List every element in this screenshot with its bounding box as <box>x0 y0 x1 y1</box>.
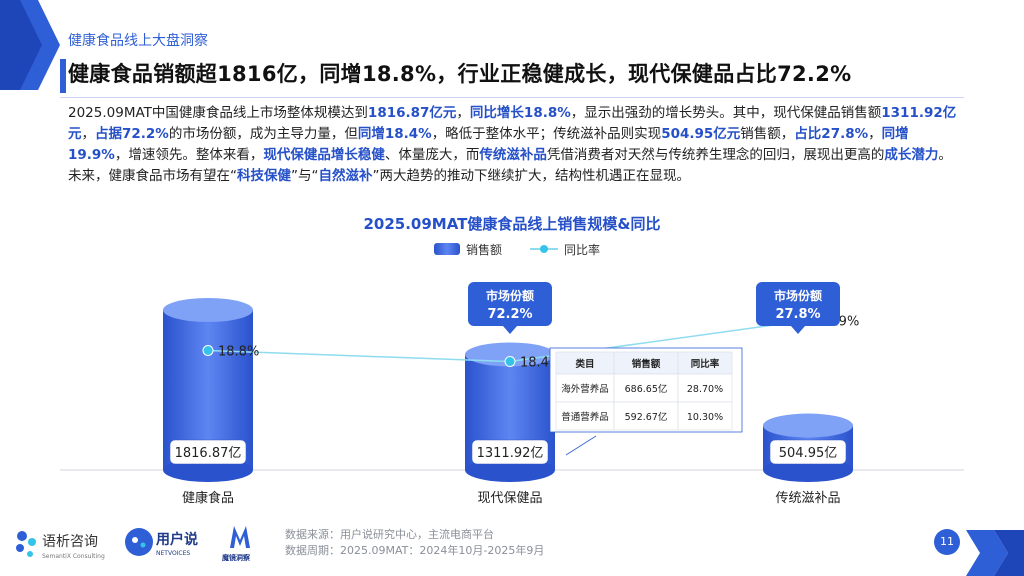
logo-semantix-name: 语析咨询 <box>42 534 98 550</box>
summary-text: 2025.09MAT中国健康食品线上市场整体规模达到 <box>68 105 368 121</box>
inset-table-cell: 592.67亿 <box>625 411 668 423</box>
bar-value-label-1: 1311.92亿 <box>477 446 544 461</box>
inset-header-cell: 类目 <box>575 358 594 370</box>
corner-decoration-top-left <box>0 0 60 90</box>
chart-title: 2025.09MAT健康食品线上销售规模&同比 <box>363 215 660 233</box>
bar-value-box-1 <box>471 439 549 465</box>
inset-table-cell: 28.70% <box>687 384 723 395</box>
logo-netvoices-sub: NETVOICES <box>156 550 190 557</box>
summary-text: 销售额， <box>740 126 795 142</box>
bar-value-box-0 <box>169 439 247 465</box>
bar-top-2 <box>763 413 853 438</box>
summary-text: ，增速领先。整体来看， <box>114 147 264 163</box>
summary-text: ， <box>868 126 882 142</box>
inset-table-cell: 10.30% <box>687 412 723 423</box>
inset-table-cell: 海外营养品 <box>561 383 609 395</box>
summary-highlight: 同增18.4% <box>357 126 432 142</box>
share-callout-value-0: 72.2% <box>487 307 532 322</box>
share-callout-pointer-0 <box>503 326 517 334</box>
inset-cell-bg <box>677 373 733 403</box>
summary-highlight: 同增19.9% <box>68 126 909 163</box>
summary-highlight: 占比27.8% <box>794 126 869 142</box>
title-divider <box>60 97 964 98</box>
inset-cell-bg <box>555 373 615 403</box>
semantix-logo-icon <box>16 531 36 557</box>
data-source: 数据来源：用户说研究中心，主流电商平台 <box>285 528 494 541</box>
category-label-0: 健康食品 <box>182 490 234 506</box>
summary-highlight: 自然滋补 <box>318 168 373 184</box>
summary-text: ，略低于整体水平；传统滋补品则实现 <box>431 126 662 142</box>
yoy-point-0 <box>202 345 214 356</box>
summary-text: ”两大趋势的推动下继续扩大，结构性机遇正在显现。 <box>372 168 691 184</box>
bar-value-box-2 <box>769 439 847 465</box>
summary-paragraph: 2025.09MAT中国健康食品线上市场整体规模达到1816.87亿元，同比增长… <box>68 103 964 187</box>
legend-line-label: 同比率 <box>564 242 600 257</box>
corner-decoration-bottom-right <box>966 530 1024 576</box>
inset-connector <box>565 435 597 456</box>
inset-table-cell: 686.65亿 <box>625 383 668 395</box>
inset-cell-bg <box>613 373 679 403</box>
summary-text: 凭借消费者对天然与传统养生理念的回归，展现出更高的 <box>546 147 885 163</box>
bar-value-label-0: 1816.87亿 <box>175 446 242 461</box>
share-callout-box-0 <box>468 282 552 326</box>
footer-logos: 语析咨询 SemantiX Consulting 用户说 NETVOICES 魔… <box>8 518 278 570</box>
category-label-1: 现代保健品 <box>477 491 542 506</box>
inset-table-cell: 普通营养品 <box>561 411 609 423</box>
summary-text: 的市场份额，成为主导力量，但 <box>168 126 358 142</box>
data-source-note: 数据来源：用户说研究中心，主流电商平台 数据周期：2025.09MAT：2024… <box>285 527 544 559</box>
sales-chart: 2025.09MAT健康食品线上销售规模&同比销售额同比率1816.87亿健康食… <box>60 215 964 506</box>
page-title: 健康食品销额超1816亿，同增18.8%，行业正稳健成长，现代保健品占比72.2… <box>68 62 852 86</box>
share-callout-pointer-1 <box>791 326 805 334</box>
yoy-label-0: 18.8% <box>218 345 259 360</box>
mojing-logo-icon <box>230 526 250 548</box>
share-callout-title-1: 市场份额 <box>774 288 822 303</box>
yoy-point-1 <box>504 356 516 367</box>
netvoices-logo-icon <box>125 528 153 556</box>
summary-highlight: 1816.87亿元 <box>367 105 457 121</box>
summary-highlight: 科技保健 <box>237 168 291 184</box>
inset-header-cell: 销售额 <box>632 358 661 370</box>
title-accent-bar <box>60 59 66 93</box>
inset-cell-bg <box>613 401 679 431</box>
inset-header-cell: 同比率 <box>691 358 720 370</box>
summary-highlight: 占据72.2% <box>95 126 169 142</box>
summary-highlight: 同比增长18.8% <box>469 105 571 121</box>
summary-highlight: 现代保健品增长稳健 <box>263 147 385 163</box>
data-period: 数据周期：2025.09MAT：2024年10月-2025年9月 <box>285 544 545 557</box>
share-callout-value-1: 27.8% <box>775 307 820 322</box>
summary-highlight: 1311.92亿元 <box>68 105 957 142</box>
summary-text: ， <box>456 105 470 121</box>
share-callout-title-0: 市场份额 <box>486 288 534 303</box>
summary-text: ， <box>81 126 96 142</box>
summary-highlight: 成长潜力 <box>884 147 939 163</box>
inset-cell-bg <box>555 401 615 431</box>
logo-mojing-name: 魔镜洞察 <box>221 553 251 562</box>
legend-bar-label: 销售额 <box>466 242 502 257</box>
bar-top-0 <box>163 298 253 322</box>
logo-semantix-sub: SemantiX Consulting <box>42 553 105 560</box>
share-callout-box-1 <box>756 282 840 326</box>
summary-text: ”与“ <box>291 168 319 184</box>
inset-cell-bg <box>677 401 733 431</box>
summary-highlight: 504.95亿元 <box>661 126 741 142</box>
logo-netvoices-name: 用户说 <box>156 531 198 548</box>
summary-highlight: 传统滋补品 <box>479 147 547 163</box>
section-label: 健康食品线上大盘洞察 <box>68 33 208 49</box>
summary-text: 、体量庞大，而 <box>384 147 480 163</box>
summary-text: 。未来，健康食品市场有望在“ <box>68 147 952 184</box>
legend-line-dot <box>540 245 548 253</box>
legend-bar-swatch <box>434 243 460 255</box>
bar-value-label-2: 504.95亿 <box>779 446 838 461</box>
summary-text: ，显示出强劲的增长势头。其中，现代保健品销售额 <box>570 105 882 121</box>
page-number: 11 <box>934 529 960 555</box>
category-label-2: 传统滋补品 <box>775 491 840 506</box>
